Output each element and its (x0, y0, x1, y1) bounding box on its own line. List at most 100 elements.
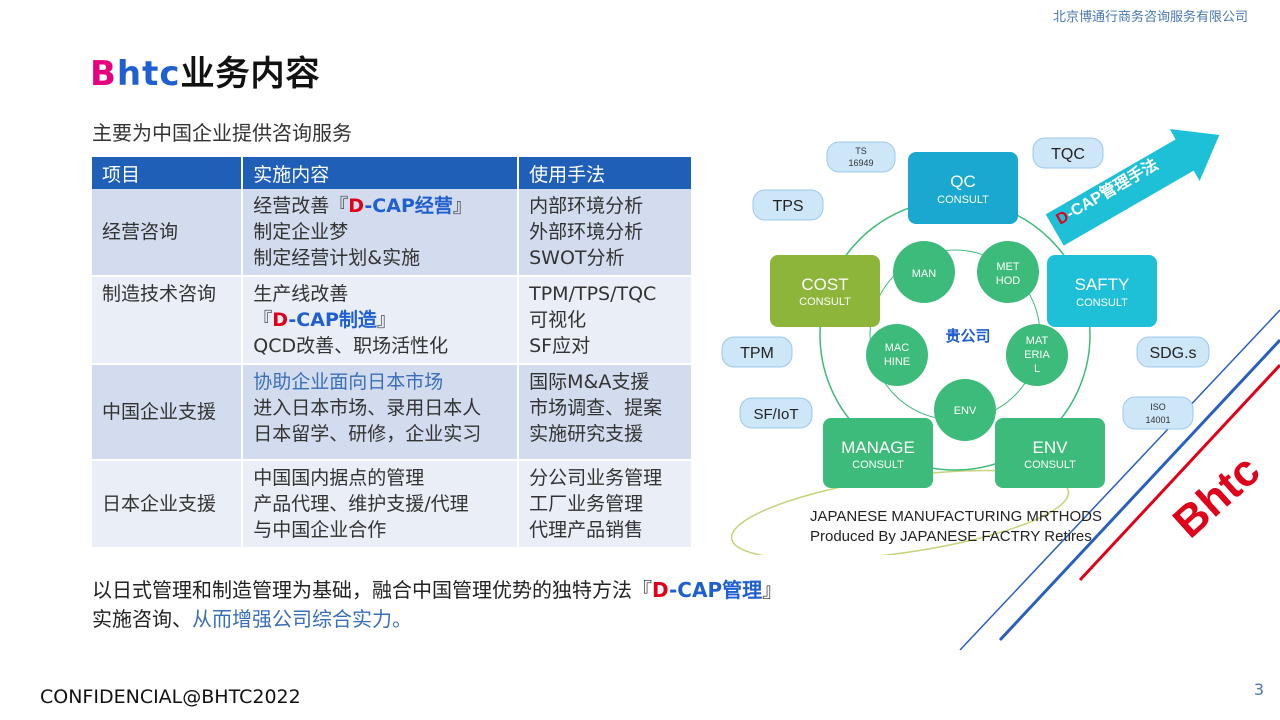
summary-line-1: 以日式管理和制造管理为基础，融合中国管理优势的独特方法『D-CAP管理』 (92, 576, 782, 605)
method-line: 内部环境分析 (529, 195, 644, 217)
summary-text: 以日式管理和制造管理为基础，融合中国管理优势的独特方法『D-CAP管理』 实施咨… (92, 576, 782, 634)
tag-tps: TPS (752, 189, 824, 221)
box-subtitle: CONSULT (852, 459, 904, 471)
safty-consult-box: SAFTY CONSULT (1047, 255, 1157, 327)
row-content: 协助企业面向日本市场 进入日本市场、录用日本人 日本留学、研修，企业实习 (242, 364, 520, 461)
header-methods: 使用手法 (518, 157, 693, 189)
summary-text-part: 』 (762, 578, 783, 602)
content-text: 』 (376, 309, 396, 331)
bhtc-logo: Bhtc (1164, 446, 1269, 548)
row-content: 经营改善『D-CAP经营』 制定企业梦 制定经营计划&实施 (242, 189, 520, 277)
circle-label: HINE (884, 356, 910, 368)
row-methods: 内部环境分析 外部环境分析 SWOT分析 (518, 189, 693, 277)
summary-text-part: 从而增强公司综合实力。 (192, 607, 412, 631)
summary-text-part: 以日式管理和制造管理为基础，融合中国管理优势的独特方法『 (92, 578, 652, 602)
circle-label: ENV (954, 405, 977, 417)
confidential-footer: CONFIDENCIAL@BHTC2022 (40, 686, 301, 708)
dcap-d: D (272, 309, 289, 331)
table-row: 中国企业支援 协助企业面向日本市场 进入日本市场、录用日本人 日本留学、研修，企… (92, 364, 693, 461)
tag-text: 16949 (848, 158, 873, 168)
tag-text: SDG.s (1149, 345, 1196, 362)
method-line: SF应对 (529, 335, 591, 357)
manage-consult-box: MANAGE CONSULT (823, 418, 933, 488)
box-subtitle: CONSULT (1076, 297, 1128, 309)
row-item: 日本企业支援 (92, 460, 244, 549)
box-title: SAFTY (1075, 275, 1130, 294)
content-text: 』 (452, 195, 472, 217)
content-line: 中国国内据点的管理 (253, 467, 425, 489)
tag-sfiot: SF/IoT (739, 397, 813, 429)
table-row: 经营咨询 经营改善『D-CAP经营』 制定企业梦 制定经营计划&实施 内部环境分… (92, 189, 693, 277)
caption-line-2: Produced By JAPANESE FACTRY Retires (810, 528, 1092, 545)
content-text: 『 (253, 309, 273, 331)
method-line: 代理产品销售 (529, 519, 644, 541)
content-line: 制定经营计划&实施 (253, 247, 421, 269)
circle-label: HOD (996, 275, 1021, 287)
title-rest: 业务内容 (180, 54, 321, 94)
method-line: 可视化 (529, 309, 587, 331)
content-line: 协助企业面向日本市场 (253, 371, 444, 393)
content-line: 日本留学、研修，企业实习 (253, 423, 482, 445)
dcap-arrow (1045, 129, 1220, 246)
cost-consult-box: COST CONSULT (770, 255, 880, 327)
row-content: 中国国内据点的管理 产品代理、维护支援/代理 与中国企业合作 (242, 460, 520, 549)
dcap-label: -CAP制造 (288, 309, 377, 331)
service-table: 项目 实施内容 使用手法 经营咨询 经营改善『D-CAP经营』 制定企业梦 制定… (92, 157, 693, 549)
dcap-d: D (348, 195, 365, 217)
content-line: 进入日本市场、录用日本人 (253, 397, 482, 419)
tag-text: TPM (740, 345, 774, 362)
dcap-diagram: QC CONSULT COST CONSULT SAFTY CONSULT MA… (721, 129, 1269, 555)
box-subtitle: CONSULT (799, 296, 851, 308)
method-line: 实施研究支援 (529, 423, 644, 445)
row-methods: TPM/TPS/TQC 可视化 SF应对 (518, 276, 693, 365)
content-line: 生产线改善 (253, 283, 349, 305)
summary-line-2: 实施咨询、从而增强公司综合实力。 (92, 605, 782, 634)
page-title: Bhtc业务内容 (90, 46, 321, 95)
method-line: 市场调查、提案 (529, 397, 663, 419)
summary-text-part: 实施咨询、 (92, 607, 192, 631)
tag-ts16949: TS 16949 (826, 141, 896, 173)
dcap-label: -CAP经营 (364, 195, 453, 217)
header-item: 项目 (92, 157, 244, 189)
method-circle: MET HOD (977, 241, 1039, 303)
row-item: 中国企业支援 (92, 364, 244, 461)
man-circle: MAN (893, 241, 955, 303)
title-htc: htc (116, 54, 181, 94)
content-line: 产品代理、维护支援/代理 (253, 493, 469, 515)
tag-text: ISO (1150, 402, 1166, 412)
circle-label: MET (996, 261, 1020, 273)
tag-text: TS (855, 146, 867, 156)
header-content: 实施内容 (242, 157, 520, 189)
qc-consult-box: QC CONSULT (908, 152, 1018, 224)
tag-text: SF/IoT (753, 406, 798, 423)
content-line: 经营改善『D-CAP经营』 (253, 193, 507, 219)
row-methods: 国际M&A支援 市场调查、提案 实施研究支援 (518, 364, 693, 461)
dcap-label: -CAP管理 (668, 578, 763, 602)
tag-text: TPS (772, 198, 803, 215)
tag-tpm: TPM (721, 336, 793, 368)
circle-label: ERIA (1024, 349, 1050, 361)
tag-sdgs: SDG.s (1136, 336, 1210, 368)
box-subtitle: CONSULT (1024, 459, 1076, 471)
caption-line-1: JAPANESE MANUFACTURING MRTHODS (810, 508, 1102, 525)
table-row: 日本企业支援 中国国内据点的管理 产品代理、维护支援/代理 与中国企业合作 分公… (92, 460, 693, 549)
method-line: 分公司业务管理 (529, 467, 663, 489)
circle-label: MAT (1026, 335, 1049, 347)
table-row: 制造技术咨询 生产线改善 『D-CAP制造』 QCD改善、职场活性化 TPM/T… (92, 276, 693, 365)
box-subtitle: CONSULT (937, 194, 989, 206)
page-number: 3 (1253, 680, 1264, 699)
machine-circle: MAC HINE (866, 324, 928, 386)
method-line: SWOT分析 (529, 247, 625, 269)
content-line: 『D-CAP制造』 (253, 307, 507, 333)
subtitle: 主要为中国企业提供咨询服务 (92, 121, 352, 145)
tag-text: TQC (1051, 146, 1085, 163)
method-line: 工厂业务管理 (529, 493, 644, 515)
center-label: 贵公司 (945, 327, 990, 345)
logo-text: Bhtc (1164, 446, 1269, 548)
row-item: 经营咨询 (92, 189, 244, 277)
env-consult-box: ENV CONSULT (995, 418, 1105, 488)
tag-text: 14001 (1145, 415, 1170, 425)
box-title: MANAGE (841, 438, 915, 457)
box-title: QC (950, 172, 976, 191)
